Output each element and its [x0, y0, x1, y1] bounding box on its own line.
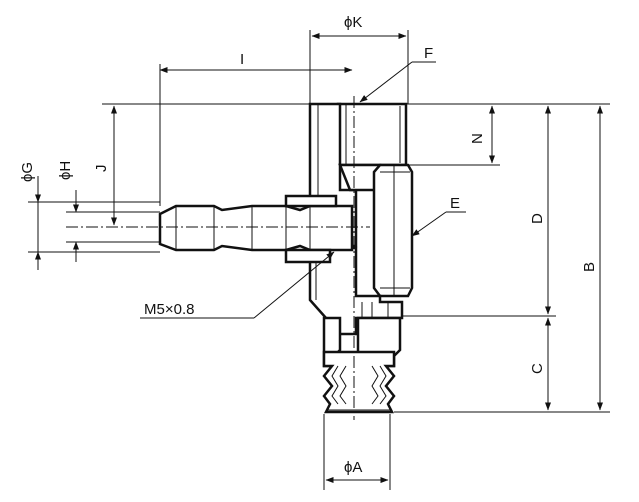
- label-E: E: [450, 195, 460, 212]
- leader-E: E: [411, 195, 466, 237]
- label-I: I: [240, 51, 244, 68]
- barb-fitting: [158, 194, 354, 264]
- label-phiA: ϕA: [344, 459, 362, 476]
- label-F: F: [424, 45, 433, 62]
- dim-N: N: [406, 105, 500, 166]
- dim-B: B: [581, 105, 603, 411]
- hex-nut: [372, 163, 414, 298]
- dim-J: J: [93, 105, 117, 226]
- label-B: B: [581, 262, 598, 272]
- dim-phiA: ϕA: [323, 414, 391, 490]
- label-phiG: ϕG: [19, 162, 36, 182]
- dim-phiH: ϕH: [57, 161, 160, 262]
- dim-C: C: [394, 317, 610, 413]
- label-phiH: ϕH: [57, 161, 74, 180]
- label-C: C: [529, 363, 546, 374]
- dim-phiG: ϕG: [19, 162, 160, 270]
- leader-thread: M5×0.8: [140, 251, 335, 319]
- leader-F: F: [359, 45, 436, 103]
- top-cap: [336, 102, 408, 167]
- bellows-pad: [322, 350, 396, 414]
- dim-I: I: [159, 51, 353, 206]
- label-J: J: [93, 165, 110, 173]
- label-thread: M5×0.8: [144, 301, 194, 318]
- label-D: D: [529, 213, 546, 224]
- dim-phiK: ϕK: [309, 14, 409, 104]
- label-phiK: ϕK: [344, 14, 362, 31]
- dim-D: D: [402, 105, 556, 317]
- label-N: N: [469, 133, 486, 144]
